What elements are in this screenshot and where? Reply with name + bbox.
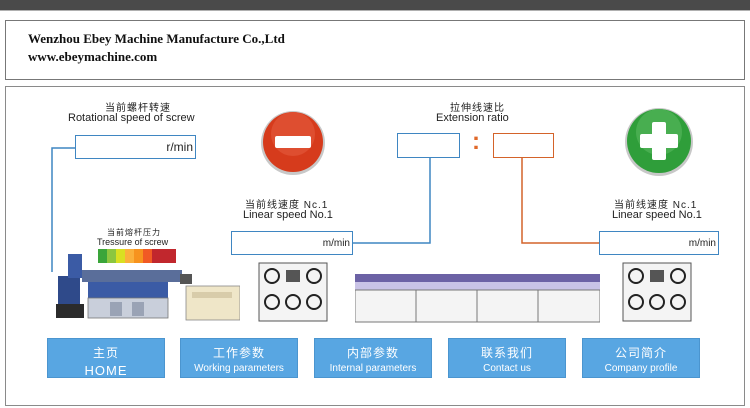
extension-ratio-separator: : xyxy=(472,128,480,155)
pressure-label-cn: 当前熔杆压力 xyxy=(107,228,161,237)
nav-working-parameters-label-en: Working parameters xyxy=(194,363,284,374)
line-speed-2-field[interactable]: m/min xyxy=(599,231,719,255)
minus-icon[interactable] xyxy=(258,108,328,178)
pressure-label-en: Tressure of screw xyxy=(97,237,169,247)
line-speed-1-label-en: Linear speed No.1 xyxy=(243,209,333,221)
screw-speed-field[interactable]: r/min xyxy=(75,135,196,159)
extruder-machine-image xyxy=(56,254,240,321)
company-name: Wenzhou Ebey Machine Manufacture Co.,Ltd xyxy=(28,31,285,46)
extension-ratio-left-field[interactable] xyxy=(397,133,460,158)
nav-contact-us-button[interactable]: 联系我们 Contact us xyxy=(448,338,566,378)
nav-working-parameters-label-cn: 工作参数 xyxy=(212,346,265,360)
line-speed-1-unit: m/min xyxy=(322,238,350,249)
winder-machine-2-image xyxy=(622,262,692,322)
screw-speed-label-cn: 当前螺杆转速 xyxy=(105,103,171,114)
plus-icon[interactable] xyxy=(622,105,696,179)
line-speed-1-connector xyxy=(352,158,431,244)
nav-internal-parameters-label-cn: 内部参数 xyxy=(346,346,399,360)
nav-home-label-cn: 主页 xyxy=(92,346,119,360)
top-bar xyxy=(0,0,750,10)
line-speed-2-unit: m/min xyxy=(688,238,716,249)
line-speed-1-field[interactable]: m/min xyxy=(231,231,353,255)
nav-company-profile-label-en: Company profile xyxy=(604,363,678,374)
heating-oven-image xyxy=(355,274,600,323)
nav-contact-us-label-cn: 联系我们 xyxy=(480,346,533,360)
nav-contact-us-label-en: Contact us xyxy=(483,363,531,374)
extension-label-cn: 拉伸线速比 xyxy=(450,103,505,114)
nav-internal-parameters-label-en: Internal parameters xyxy=(329,363,417,374)
nav-working-parameters-button[interactable]: 工作参数 Working parameters xyxy=(180,338,298,378)
screw-speed-connector xyxy=(51,147,75,272)
screw-speed-label-en: Rotational speed of screw xyxy=(68,112,195,124)
pressure-gauge-bar xyxy=(98,249,176,263)
nav-internal-parameters-button[interactable]: 内部参数 Internal parameters xyxy=(314,338,432,378)
screw-speed-unit: r/min xyxy=(166,140,193,154)
line-speed-2-label-en: Linear speed No.1 xyxy=(612,209,702,221)
nav-home-button[interactable]: 主页 HOME xyxy=(47,338,165,378)
winder-machine-1-image xyxy=(258,262,328,322)
extension-ratio-right-field[interactable] xyxy=(493,133,554,158)
nav-company-profile-button[interactable]: 公司简介 Company profile xyxy=(582,338,700,378)
header-panel xyxy=(5,20,745,80)
nav-company-profile-label-cn: 公司简介 xyxy=(614,346,667,360)
line-speed-1-label-cn: 当前线速度 Nc.1 xyxy=(245,200,329,211)
line-speed-2-label-cn: 当前线速度 Nc.1 xyxy=(614,200,698,211)
top-divider xyxy=(0,10,750,11)
extension-label-en: Extension ratio xyxy=(436,112,509,124)
company-website: www.ebeymachine.com xyxy=(28,49,158,64)
line-speed-2-connector xyxy=(521,158,600,244)
nav-home-label-en: HOME xyxy=(84,363,128,378)
